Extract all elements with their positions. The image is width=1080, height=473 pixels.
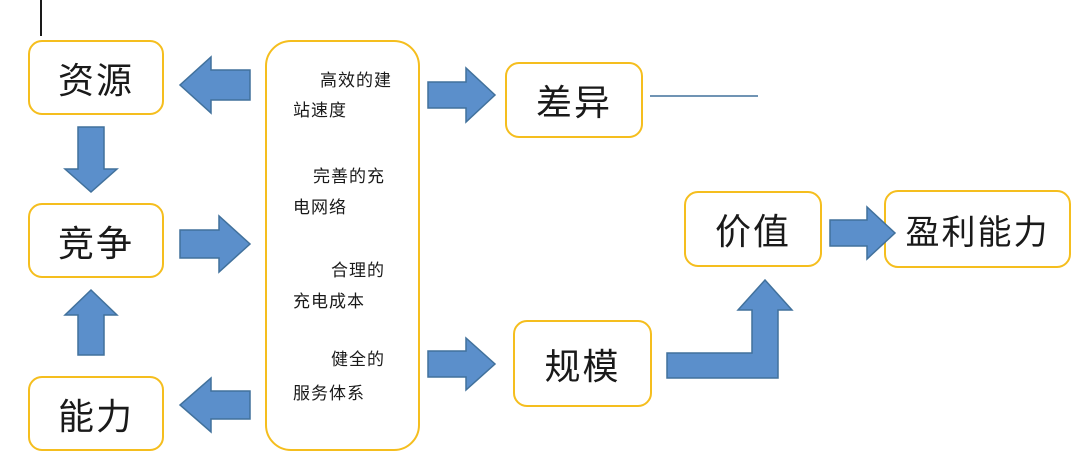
arrow-to-capability (178, 376, 251, 434)
arrow-center-to-scale (427, 336, 497, 392)
arrow-scale-to-value (666, 278, 794, 379)
factor-1-line-2: 站速度 (293, 101, 347, 121)
node-scale: 规模 (513, 320, 652, 407)
arrow-value-to-profitability (829, 205, 897, 261)
node-scale-label: 规模 (544, 346, 621, 388)
node-value-label: 价值 (714, 212, 791, 253)
factor-4-line-1: 健全的 (331, 350, 385, 370)
node-capability: 能力 (28, 376, 164, 451)
arrow-resources-to-competition (63, 126, 119, 194)
arrow-center-to-difference (427, 66, 497, 124)
factor-2-line-2: 电网络 (293, 198, 347, 218)
factor-3-line-2: 充电成本 (293, 292, 365, 312)
node-resources: 资源 (28, 40, 164, 115)
node-profitability: 盈利能力 (884, 190, 1071, 268)
arrow-competition-to-center (179, 214, 252, 274)
node-resources-label: 资源 (57, 60, 134, 102)
center-factors-box: 高效的建 站速度 完善的充 电网络 合理的 充电成本 健全的 服务体系 (265, 40, 420, 451)
factor-4-line-2: 服务体系 (293, 384, 365, 404)
node-capability-label: 能力 (57, 396, 134, 438)
node-difference-label: 差异 (535, 83, 612, 124)
factor-3-line-1: 合理的 (331, 261, 385, 281)
arrow-to-resources (178, 55, 251, 115)
node-competition-label: 竞争 (57, 223, 134, 265)
node-competition: 竞争 (28, 203, 164, 278)
factor-1-line-1: 高效的建 (320, 71, 392, 91)
arrow-capability-to-competition (63, 288, 119, 356)
node-value: 价值 (684, 191, 822, 267)
node-difference: 差异 (505, 62, 643, 138)
node-profitability-label: 盈利能力 (905, 212, 1050, 253)
cursor-line (40, 0, 42, 36)
factor-2-line-1: 完善的充 (313, 167, 385, 187)
